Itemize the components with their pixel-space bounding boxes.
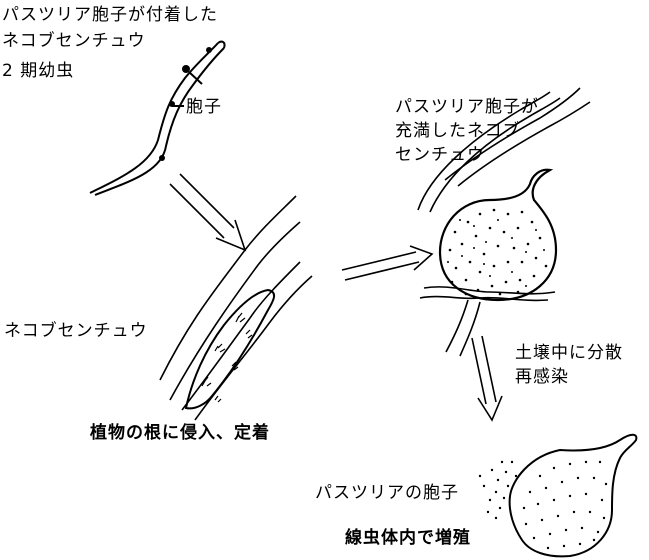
spore-fill-pattern	[447, 208, 548, 296]
releasing-nematode	[478, 433, 638, 558]
arrow-to-release	[471, 335, 503, 422]
pasteuria-spores-label: パスツリアの胞子	[315, 483, 459, 503]
root-with-nematode	[159, 195, 313, 421]
released-spores	[478, 460, 518, 520]
juvenile-caption-line3: 2 期幼虫	[2, 61, 75, 81]
disperse-caption-line1: 土壌中に分散	[515, 343, 623, 363]
filled-caption-line3: センチュウ	[395, 145, 485, 165]
juvenile-nematode	[89, 40, 226, 196]
filled-caption-line1: パスツリア胞子が	[395, 97, 539, 117]
multiply-caption: 線虫体内で増殖	[345, 528, 471, 548]
arrow-to-root	[169, 173, 247, 252]
invade-caption: 植物の根に侵入、定着	[90, 423, 270, 443]
disperse-caption-line2: 再感染	[515, 367, 569, 387]
nematode-in-root-label: ネコブセンチュウ	[4, 321, 148, 341]
spore-label: 胞子	[186, 97, 222, 117]
swollen-nematode	[417, 87, 591, 357]
arrow-to-filled	[341, 245, 434, 281]
filled-caption-line2: 充満したネコブ	[395, 121, 521, 141]
inner-spores	[522, 460, 608, 550]
juvenile-caption-line2: ネコブセンチュウ	[2, 31, 146, 51]
juvenile-caption-line1: パスツリア胞子が付着した	[2, 5, 218, 25]
